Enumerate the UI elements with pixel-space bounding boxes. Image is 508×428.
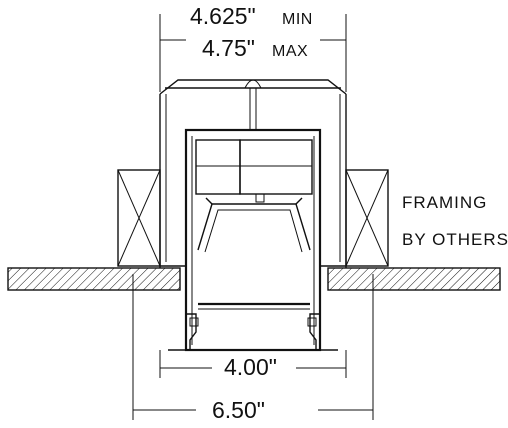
cutout-dimension [132, 274, 374, 420]
mounting-frame [159, 79, 347, 268]
dim-aperture: 4.00" [224, 354, 277, 380]
trim-left [168, 313, 199, 351]
dim-cutout: 6.50" [212, 397, 265, 423]
top-dimension [159, 14, 347, 92]
dim-max-value: 4.75" [202, 35, 255, 61]
ceiling-right [327, 267, 501, 291]
dim-max-unit: MAX [272, 43, 308, 60]
note-line-1: FRAMING [402, 193, 487, 212]
note-line-2: BY OTHERS [402, 230, 508, 249]
trim-right [307, 313, 338, 351]
ceiling-left [7, 267, 181, 291]
framing-right [345, 169, 389, 267]
fixture-housing [184, 128, 322, 352]
dim-min-value: 4.625" [190, 3, 256, 29]
aperture-dimension [159, 350, 347, 378]
framing-left [117, 169, 161, 267]
dim-min-unit: MIN [282, 11, 313, 28]
